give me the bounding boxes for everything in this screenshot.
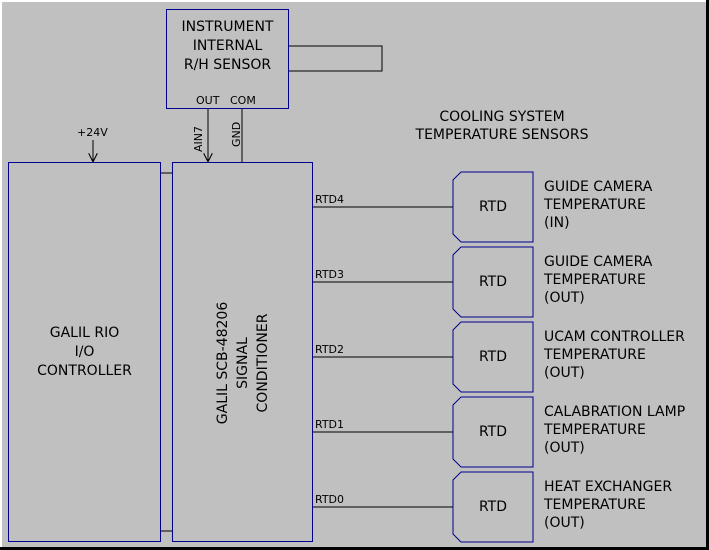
supply-label: +24V [77, 126, 108, 139]
galil-scb-label: GALIL SCB-48206 SIGNAL CONDITIONER [215, 301, 271, 425]
rtd-box-shape [452, 471, 534, 543]
rtd3-description: GUIDE CAMERA TEMPERATURE (OUT) [544, 254, 653, 306]
rh-sensor-label: INSTRUMENT INTERNAL R/H SENSOR [181, 18, 274, 73]
window-frame-shadow [706, 0, 709, 550]
ain7-label: AIN7 [192, 126, 205, 152]
rtd3-channel-label: RTD3 [315, 268, 345, 281]
rh-sensor-box: INSTRUMENT INTERNAL R/H SENSOR OUT COM [166, 9, 289, 109]
rtd1-description: CALABRATION LAMP TEMPERATURE (OUT) [544, 404, 686, 456]
rtd1-channel-label: RTD1 [315, 418, 345, 431]
rtd0-sensor-label: RTD [478, 499, 508, 515]
rtd2-description: UCAM CONTROLLER TEMPERATURE (OUT) [544, 329, 685, 381]
galil-scb-conditioner-box: GALIL SCB-48206 SIGNAL CONDITIONER [172, 162, 313, 542]
rtd2-channel-label: RTD2 [315, 343, 345, 356]
galil-rio-label: GALIL RIO I/O CONTROLLER [37, 324, 132, 379]
window-frame-highlight [0, 0, 709, 2]
window-frame-shadow [0, 547, 709, 550]
cooling-system-title: COOLING SYSTEM TEMPERATURE SENSORS [415, 109, 589, 143]
rtd2-sensor-label: RTD [478, 349, 508, 365]
sensor-loop-wire [288, 45, 383, 72]
sensor-com-label: COM [230, 94, 256, 107]
rtd4-description: GUIDE CAMERA TEMPERATURE (IN) [544, 179, 653, 231]
rtd4-sensor-label: RTD [478, 199, 508, 215]
galil-rio-controller-box: GALIL RIO I/O CONTROLLER [8, 162, 161, 542]
rtd3-sensor-label: RTD [478, 274, 508, 290]
rtd4-channel-label: RTD4 [315, 193, 345, 206]
rtd0-channel-label: RTD0 [315, 493, 345, 506]
rtd-box-shape [452, 171, 534, 243]
rtd0-description: HEAT EXCHANGER TEMPERATURE (OUT) [544, 479, 673, 531]
rtd-box-shape [452, 396, 534, 468]
window-frame-highlight [0, 0, 2, 550]
rtd-box-shape [452, 321, 534, 393]
sensor-out-label: OUT [196, 94, 220, 107]
gnd-label: GND [230, 121, 243, 147]
rtd1-sensor-label: RTD [478, 424, 508, 440]
rtd-box-shape [452, 246, 534, 318]
